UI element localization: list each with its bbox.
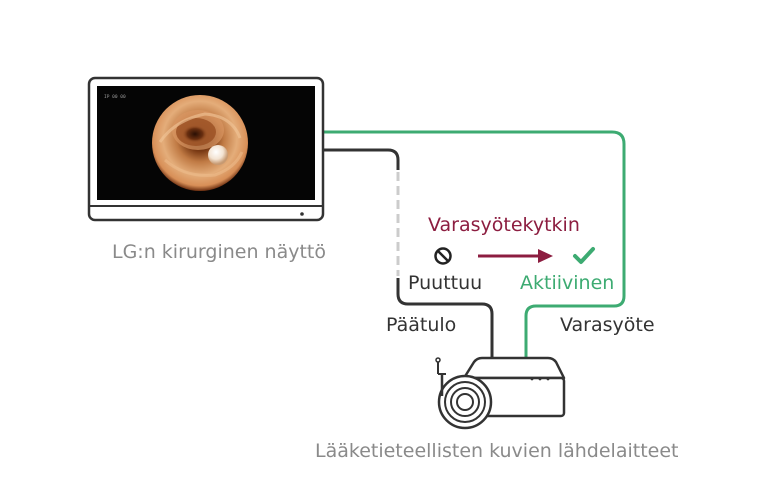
check-icon xyxy=(573,247,595,264)
power-led-icon xyxy=(300,212,304,216)
source-device-label: Lääketieteellisten kuvien lähdelaitteet xyxy=(315,440,679,462)
no-entry-icon xyxy=(434,247,452,265)
polyp-highlight xyxy=(208,145,228,165)
switch-label: Varasyötekytkin xyxy=(428,214,580,236)
main-input-label: Päätulo xyxy=(386,314,456,336)
screen-overlay-text: IP 00 00 xyxy=(104,94,126,100)
device-indicator-dot xyxy=(538,377,542,381)
monitor-label: LG:n kirurginen näyttö xyxy=(112,241,326,263)
switch-arrow-icon xyxy=(478,249,553,263)
surgical-monitor: IP 00 00 xyxy=(87,76,325,222)
backup-input-cable xyxy=(323,130,626,358)
scope-cable-coil-icon xyxy=(435,357,493,430)
device-indicator-dot xyxy=(546,377,550,381)
main-status-text: Puuttuu xyxy=(408,272,482,294)
backup-status-text: Aktiivinen xyxy=(520,272,614,294)
device-indicator-dot xyxy=(530,377,534,381)
main-input-cable xyxy=(323,148,494,358)
endoscope-image xyxy=(152,95,248,191)
backup-input-label: Varasyöte xyxy=(560,314,655,336)
medical-imaging-source-device xyxy=(435,356,566,430)
